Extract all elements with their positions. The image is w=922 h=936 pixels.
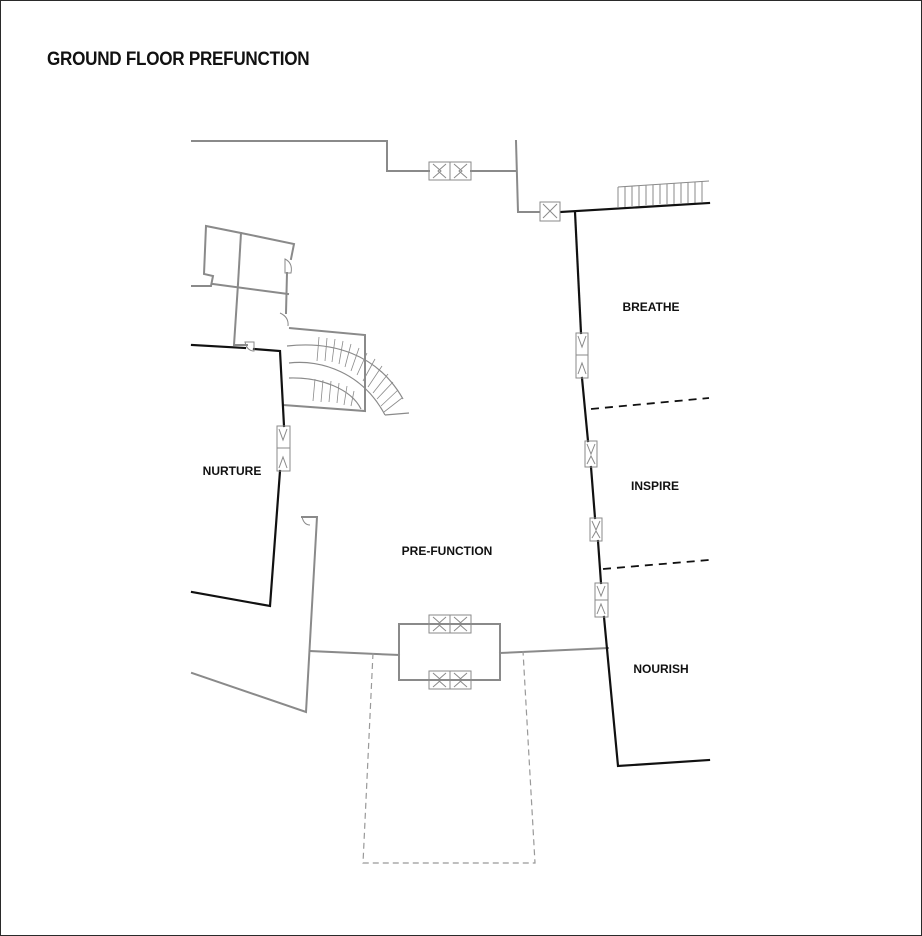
bottom-right-wall [498, 646, 610, 655]
divider-inspire-nourish [602, 559, 710, 570]
bottom-left-wall [308, 649, 401, 657]
primary-walls [190, 201, 711, 768]
east-wall-b [580, 376, 590, 443]
top-corridor-wall-return [514, 139, 540, 213]
room-label-breathe: BREATHE [622, 300, 679, 314]
top-corridor-wall [191, 140, 430, 172]
room-label-nourish: NOURISH [633, 662, 688, 676]
east-wall-c [589, 465, 597, 520]
canopy-outline [362, 650, 536, 864]
small-room-partition-b [211, 282, 290, 296]
room-label-nurture: NURTURE [203, 464, 262, 478]
east-wall-e [602, 615, 711, 768]
room-labels: BREATHE INSPIRE NOURISH NURTURE PRE-FUNC… [203, 300, 689, 676]
door-top-east [539, 201, 561, 222]
divider-breathe-inspire [590, 397, 710, 410]
west-wall-upper [252, 347, 286, 428]
west-wall-top [190, 343, 247, 350]
door-nourish [594, 582, 609, 618]
door-vestibule-outer [428, 670, 472, 690]
top-right-wall [559, 201, 711, 214]
door-small-room [284, 258, 292, 274]
door-lower-left [301, 516, 311, 526]
page-title: GROUND FLOOR PREFUNCTION [47, 49, 310, 70]
straight-stair [617, 180, 710, 207]
door-inspire-b [589, 517, 603, 542]
door-breathe [575, 332, 589, 379]
small-room-outline [191, 224, 296, 287]
west-wall-lower [190, 469, 282, 608]
doors [244, 161, 609, 690]
door-stair-landing [279, 312, 289, 327]
left-lower-wall [190, 516, 319, 714]
room-label-prefunction: PRE-FUNCTION [402, 544, 493, 558]
east-wall-a [573, 210, 583, 335]
room-label-inspire: INSPIRE [631, 479, 679, 493]
door-top-corridor [428, 161, 472, 181]
east-wall-d [596, 539, 603, 585]
door-west-corner [244, 341, 255, 352]
door-inspire-a [584, 440, 598, 468]
door-vestibule-inner [428, 614, 472, 634]
spiral-staircase [282, 327, 410, 416]
secondary-walls [190, 139, 610, 714]
small-room-partition-c [232, 282, 248, 346]
room-dividers [590, 397, 710, 570]
small-room-partition-a [236, 231, 243, 286]
door-nurture [276, 425, 291, 472]
